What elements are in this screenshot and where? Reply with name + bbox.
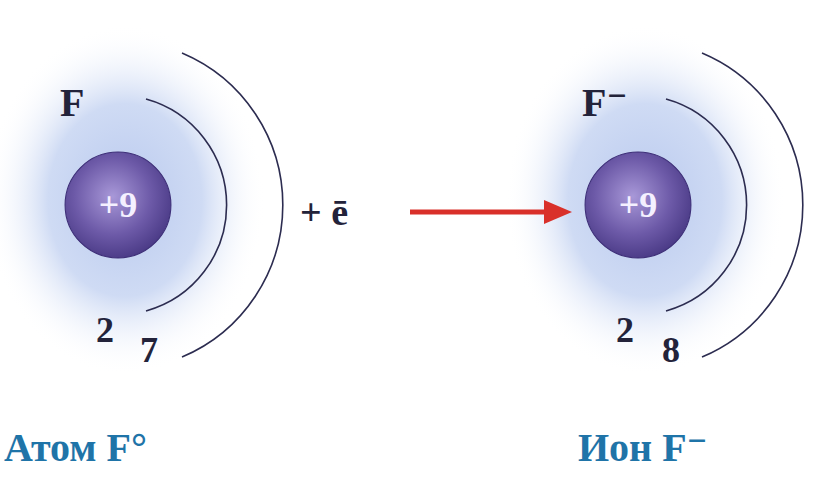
nucleus-fill <box>65 152 171 258</box>
shell-electron-count: 8 <box>662 332 680 368</box>
caption-atom: Атом F° <box>4 428 147 468</box>
nucleus-charge: +9 <box>99 187 138 223</box>
electron-shell <box>702 53 803 357</box>
reaction-arrow <box>410 210 548 215</box>
shell-electron-count: 2 <box>96 312 114 348</box>
arrow-head <box>544 200 572 224</box>
nucleus-charge: +9 <box>619 187 658 223</box>
ion-symbol: F⁻ <box>582 83 628 123</box>
nucleus-circle: +9 <box>64 151 172 259</box>
shell-electron-count: 7 <box>140 332 158 368</box>
shell-electron-count: 2 <box>616 312 634 348</box>
caption-ion: Ион F⁻ <box>578 428 708 468</box>
nucleus-fill <box>585 152 691 258</box>
electron-term: + ē <box>300 193 348 231</box>
nucleus-circle: +9 <box>584 151 692 259</box>
electron-shell <box>182 53 283 357</box>
element-symbol: F <box>60 83 84 123</box>
atom-glow <box>0 25 265 375</box>
